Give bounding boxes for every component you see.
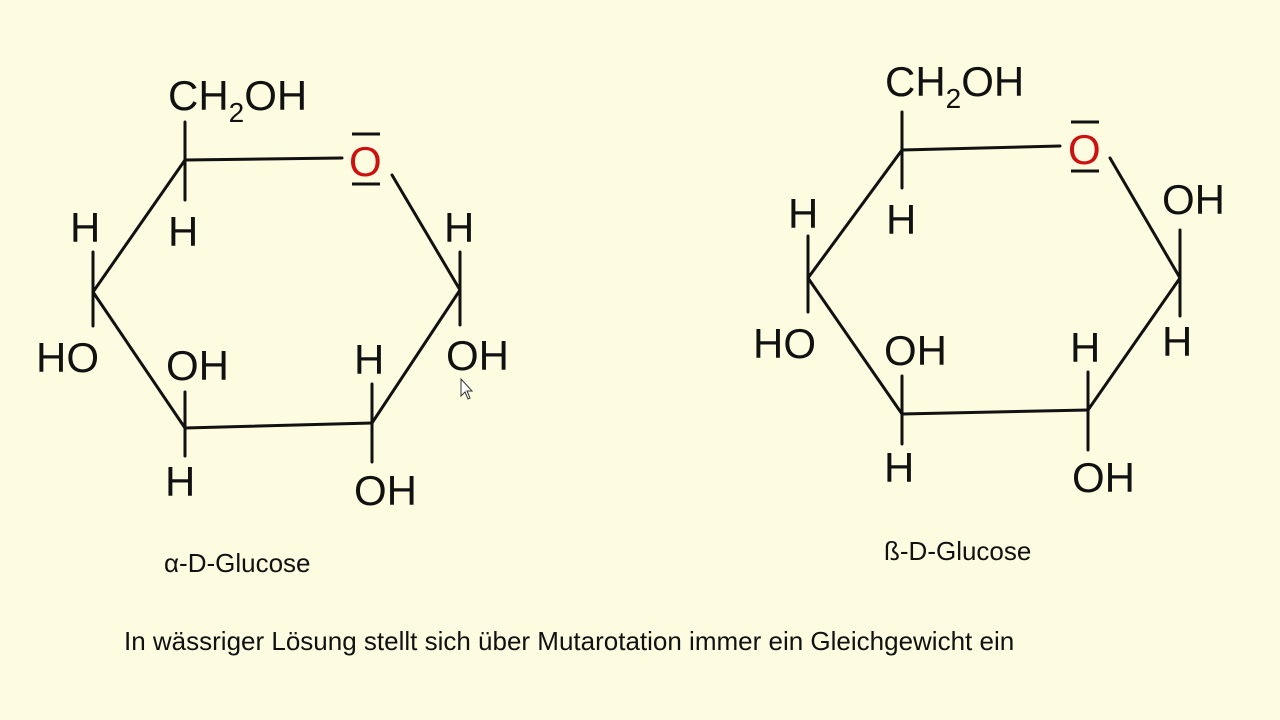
beta-c5-h-label: H bbox=[886, 196, 916, 243]
alpha-ch2oh-label: CH2OH bbox=[168, 72, 307, 128]
alpha-ring-oxygen: O bbox=[349, 138, 382, 185]
beta-c3-h-label: H bbox=[884, 444, 914, 491]
beta-glucose-caption: ß-D-Glucose bbox=[884, 536, 1031, 566]
alpha-glucose-caption: α-D-Glucose bbox=[164, 548, 311, 578]
mutarotation-note: In wässriger Lösung stellt sich über Mut… bbox=[124, 626, 1014, 656]
alpha-c2-oh-label: OH bbox=[354, 467, 417, 514]
alpha-bond-o-c1 bbox=[390, 173, 462, 292]
alpha-bond-c4-c5 bbox=[91, 158, 187, 294]
beta-bond-c5-o bbox=[900, 144, 1062, 152]
mouse-pointer-icon bbox=[460, 377, 474, 400]
alpha-c3-h-label: H bbox=[165, 458, 195, 505]
beta-c2-h-label: H bbox=[1070, 324, 1100, 371]
beta-c1-oh-label: OH bbox=[1162, 176, 1225, 223]
beta-c4-h-label: H bbox=[788, 190, 818, 237]
beta-c4-ho-label: HO bbox=[753, 320, 816, 367]
beta-bond-c4-c5 bbox=[806, 148, 904, 280]
alpha-c2-h-label: H bbox=[354, 336, 384, 383]
beta-bond-o-c1 bbox=[1108, 156, 1182, 280]
alpha-c3-oh-label: OH bbox=[166, 342, 229, 389]
beta-c1-h-label: H bbox=[1162, 318, 1192, 365]
beta-glucose-structure: CH2OH O H H OH H HO OH H H OH ß-D-Glucos… bbox=[753, 58, 1225, 566]
alpha-c1-oh-label: OH bbox=[446, 332, 509, 379]
alpha-c4-h-label: H bbox=[70, 204, 100, 251]
alpha-bond-c3-c4 bbox=[91, 290, 187, 430]
beta-bond-c1-c2 bbox=[1086, 276, 1182, 412]
alpha-c4-ho-label: HO bbox=[36, 334, 99, 381]
beta-bond-c3-c4 bbox=[806, 276, 904, 416]
alpha-bond-c5-o bbox=[183, 156, 344, 162]
beta-c3-oh-label: OH bbox=[884, 327, 947, 374]
beta-ring-oxygen: O bbox=[1068, 126, 1101, 173]
alpha-c1-h-label: H bbox=[444, 204, 474, 251]
beta-bond-c2-c3 bbox=[900, 408, 1090, 416]
beta-c2-oh-label: OH bbox=[1072, 454, 1135, 501]
alpha-bond-c2-c3 bbox=[183, 421, 374, 430]
beta-ch2oh-label: CH2OH bbox=[885, 58, 1024, 114]
alpha-c5-h-label: H bbox=[168, 208, 198, 255]
alpha-glucose-structure: CH2OH O H H H OH HO OH H H OH α-D-Glucos… bbox=[36, 72, 509, 578]
alpha-bond-c1-c2 bbox=[370, 288, 462, 425]
